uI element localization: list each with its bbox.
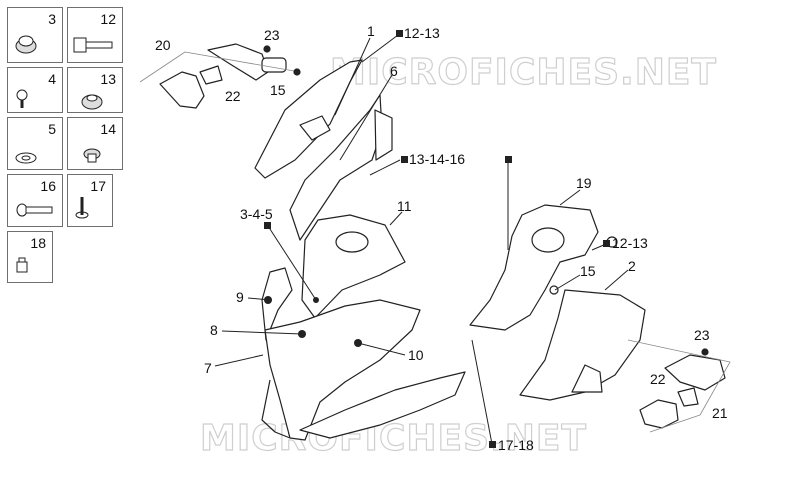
turn-signal-housing-right [664, 354, 726, 391]
part-box-5: 5 [7, 117, 63, 170]
fairing-6-bracket [374, 109, 393, 161]
screw-23 [263, 45, 271, 53]
part-number-label: 13 [100, 71, 116, 87]
callout-10: 10 [408, 347, 424, 363]
cap-plug-icon [15, 35, 37, 54]
callout-21: 21 [712, 405, 728, 421]
bolt-icon [73, 37, 113, 53]
part-box-3: 3 [7, 7, 63, 63]
callout-1: 1 [367, 23, 375, 39]
turn-signal-lens-left [159, 71, 205, 109]
callout-7: 7 [204, 360, 212, 376]
callout-8: 8 [210, 322, 218, 338]
callout-15: 15 [270, 82, 286, 98]
screw-icon [16, 89, 28, 108]
inner-panel-19 [469, 204, 599, 331]
dot-markers [264, 296, 362, 347]
callout-9: 9 [236, 289, 244, 305]
bushing-icon [83, 148, 101, 163]
callout-19: 19 [576, 175, 592, 191]
callout-22: 22 [225, 88, 241, 104]
nose-panel-11 [301, 214, 406, 319]
grommet-15 [549, 285, 559, 295]
panel-19-opening [531, 227, 565, 253]
assembly-line [139, 51, 301, 83]
part-number-label: 4 [48, 71, 56, 87]
side-fairing-2 [519, 289, 646, 401]
part-box-12: 12 [67, 7, 123, 63]
part-box-14: 14 [67, 117, 123, 170]
part-number-label: 12 [100, 11, 116, 27]
callout-22: 22 [650, 371, 666, 387]
panel-1-mount [299, 115, 331, 141]
rivet-icon [75, 197, 89, 219]
part-number-label: 5 [48, 121, 56, 137]
callout-11: 11 [397, 198, 412, 214]
part-box-17: 17 [67, 174, 113, 227]
part-number-label: 18 [30, 235, 46, 251]
part-number-label: 14 [100, 121, 116, 137]
washer-icon [15, 152, 37, 164]
part-box-16: 16 [7, 174, 63, 227]
fairing-edge [261, 379, 291, 439]
part-box-4: 4 [7, 67, 63, 113]
upper-side-panel-1 [254, 59, 363, 179]
clip-nut-icon [16, 257, 28, 273]
part-number-label: 3 [48, 11, 56, 27]
part-box-18: 18 [7, 231, 53, 283]
panel-11-opening [335, 231, 369, 253]
callout-2: 2 [628, 258, 636, 274]
screw-15 [293, 68, 301, 76]
callout-12-13: 12-13 [612, 235, 648, 251]
lower-fairing-section [299, 371, 466, 439]
callout-20: 20 [155, 37, 171, 53]
part-number-label: 17 [90, 178, 106, 194]
callout-3-4-5: 3-4-5 [240, 206, 273, 222]
callout-6: 6 [390, 63, 398, 79]
bulb-left [199, 65, 223, 85]
part-number-label: 16 [40, 178, 56, 194]
assembly-line [627, 339, 731, 433]
callout-17-18: 17-18 [498, 437, 534, 453]
bulb-socket-left [261, 57, 287, 73]
watermark-text: MICROFICHES.NET [330, 52, 717, 93]
callout-15: 15 [580, 263, 596, 279]
grommet-icon [81, 94, 103, 110]
callout-23: 23 [694, 327, 710, 343]
fairing-2-trim [571, 364, 603, 393]
callout-12-13: 12-13 [404, 25, 440, 41]
part-box-13: 13 [67, 67, 123, 113]
turn-signal-lens-right [639, 399, 679, 429]
watermark-text: MICROFICHES.NET [200, 418, 587, 459]
screw-right [701, 348, 709, 356]
bulb-right [677, 387, 699, 407]
leader-lines [214, 34, 629, 445]
callout-23: 23 [264, 27, 280, 43]
reference-markers [264, 30, 610, 448]
callout-13-14-16: 13-14-16 [409, 151, 465, 167]
screw-long-icon [16, 203, 53, 217]
